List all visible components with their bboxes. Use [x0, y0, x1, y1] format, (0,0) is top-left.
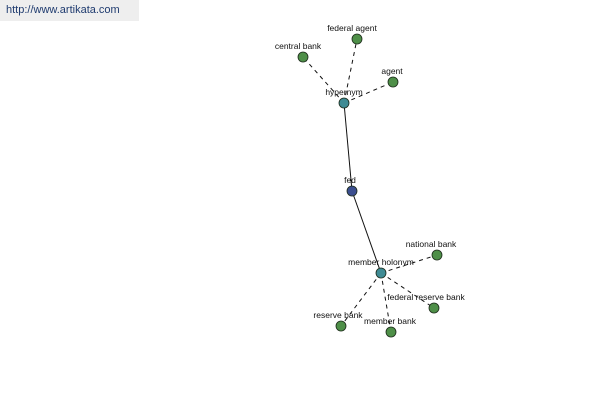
- node-label-fed: fed: [344, 175, 356, 185]
- edge-hypernym-central_bank: [302, 56, 345, 104]
- node-central-bank[interactable]: [297, 51, 309, 63]
- node-member-bank[interactable]: [385, 326, 397, 338]
- edge-hypernym-federal_agent: [343, 38, 358, 104]
- edge-member_holonym-reserve_bank: [340, 272, 382, 327]
- edges-layer: [302, 38, 438, 333]
- node-label-central-bank: central bank: [275, 41, 322, 51]
- node-agent[interactable]: [387, 76, 399, 88]
- edge-fed-hypernym: [343, 102, 353, 192]
- edge-fed-member_holonym: [351, 190, 382, 274]
- edge-member_holonym-national_bank: [380, 254, 438, 274]
- node-federal-reserve-bank[interactable]: [428, 302, 440, 314]
- node-label-hypernym: hypernym: [325, 87, 362, 97]
- node-label-member-holonym: member holonym: [348, 257, 414, 267]
- node-national-bank[interactable]: [431, 249, 443, 261]
- edge-member_holonym-federal_reserve_bank: [380, 272, 435, 309]
- edge-hypernym-agent: [343, 81, 394, 104]
- edge-member_holonym-member_bank: [380, 272, 392, 333]
- node-label-federal-reserve-bank: federal reserve bank: [387, 292, 465, 302]
- node-label-reserve-bank: reserve bank: [313, 310, 363, 320]
- node-reserve-bank[interactable]: [335, 320, 347, 332]
- labels-layer: fed hypernym member holonym federal agent ce…: [275, 23, 466, 326]
- node-hypernym[interactable]: [338, 97, 350, 109]
- nodes-layer: [297, 33, 443, 338]
- node-federal-agent[interactable]: [351, 33, 363, 45]
- node-member-holonym[interactable]: [375, 267, 387, 279]
- node-label-national-bank: national bank: [406, 239, 457, 249]
- node-label-agent: agent: [381, 66, 403, 76]
- node-label-federal-agent: federal agent: [327, 23, 377, 33]
- watermark-link[interactable]: http://www.artikata.com: [0, 0, 139, 21]
- node-label-member-bank: member bank: [364, 316, 417, 326]
- node-fed[interactable]: [346, 185, 358, 197]
